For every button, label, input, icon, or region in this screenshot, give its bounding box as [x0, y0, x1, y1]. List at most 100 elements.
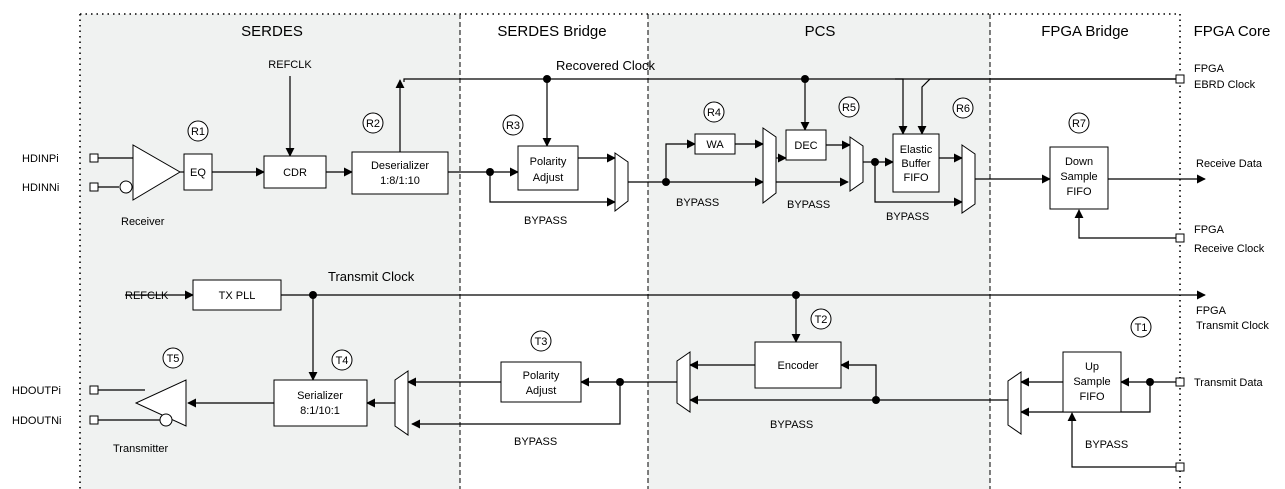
- deserializer-label-line2: 1:8/1:10: [380, 175, 420, 187]
- up-sample-label-line1: Up: [1085, 361, 1099, 373]
- label-bypass-r6: BYPASS: [886, 211, 929, 223]
- label-hdinp: HDINPi: [22, 153, 59, 165]
- elastic-buffer-fifo-block: Elastic Buffer FIFO: [892, 133, 940, 193]
- rx-mux-1: [614, 152, 629, 213]
- tx-mux-3: [394, 370, 409, 436]
- marker-t2: T2: [810, 308, 832, 330]
- marker-r4: R4: [703, 101, 725, 123]
- encoder-label: Encoder: [778, 360, 819, 372]
- elastic-label-line2: Buffer: [901, 158, 930, 170]
- elastic-label-line1: Elastic: [900, 144, 933, 156]
- label-fpga-transmit-clock-line2: Transmit Clock: [1196, 320, 1269, 332]
- rx-mux-2: [762, 127, 777, 205]
- wa-label: WA: [706, 139, 724, 151]
- svg-text:R2: R2: [366, 118, 380, 130]
- svg-text:R6: R6: [956, 103, 970, 115]
- svg-text:T5: T5: [167, 353, 180, 365]
- svg-text:T2: T2: [815, 314, 828, 326]
- transmitter-inverter-bubble: [159, 413, 173, 427]
- label-transmitter: Transmitter: [113, 443, 169, 455]
- svg-text:R3: R3: [506, 120, 520, 132]
- rx-mux-3: [849, 136, 864, 192]
- tx-polarity-adjust-block: Polarity Adjust: [500, 361, 582, 403]
- serializer-label-line1: Serializer: [297, 390, 343, 402]
- label-hdoutp: HDOUTPi: [12, 385, 61, 397]
- deserializer-block: Deserializer 1:8/1:10: [351, 151, 449, 195]
- tx-mux-2: [676, 351, 691, 413]
- svg-text:R4: R4: [707, 107, 721, 119]
- svg-text:R1: R1: [191, 126, 205, 138]
- label-fpga-receive-clock-line2: Receive Clock: [1194, 243, 1265, 255]
- section-title-serdes-bridge: SERDES Bridge: [497, 23, 606, 40]
- label-transmit-clock: Transmit Clock: [328, 269, 415, 284]
- pin-fpga-receive-clock: [1175, 233, 1185, 243]
- tx-pll-label: TX PLL: [219, 290, 256, 302]
- marker-t1: T1: [1130, 316, 1152, 338]
- section-title-fpga-core: FPGA Core: [1194, 23, 1271, 40]
- label-receiver: Receiver: [121, 216, 165, 228]
- label-bypass-t1: BYPASS: [1085, 439, 1128, 451]
- pin-hdinn: [89, 182, 99, 192]
- down-sample-label-line1: Down: [1065, 156, 1093, 168]
- marker-r2: R2: [362, 112, 384, 134]
- serializer-label-line2: 8:1/10:1: [300, 405, 340, 417]
- receiver-inverter-bubble: [119, 180, 133, 194]
- label-bypass-t3: BYPASS: [514, 436, 557, 448]
- label-recovered-clock: Recovered Clock: [556, 58, 655, 73]
- eq-label: EQ: [190, 167, 206, 179]
- tx-mux-1: [1007, 371, 1022, 435]
- down-sample-label-line3: FIFO: [1066, 186, 1091, 198]
- label-receive-data: Receive Data: [1196, 158, 1263, 170]
- pin-hdoutn: [89, 415, 99, 425]
- marker-r3: R3: [502, 114, 524, 136]
- marker-t4: T4: [331, 349, 353, 371]
- label-fpga-transmit-clock-line1: FPGA: [1196, 305, 1227, 317]
- rx-polarity-label-line1: Polarity: [530, 156, 567, 168]
- up-sample-fifo-block: Up Sample FIFO: [1062, 351, 1122, 413]
- label-fpga-receive-clock-line1: FPGA: [1194, 224, 1225, 236]
- down-sample-fifo-block: Down Sample FIFO: [1049, 146, 1109, 210]
- section-title-pcs: PCS: [805, 23, 836, 40]
- label-hdoutn: HDOUTNi: [12, 415, 62, 427]
- tx-polarity-label-line2: Adjust: [526, 385, 557, 397]
- label-refclk-rx: REFCLK: [268, 59, 312, 71]
- eq-block: EQ: [183, 153, 213, 191]
- marker-t3: T3: [530, 330, 552, 352]
- marker-r5: R5: [838, 96, 860, 118]
- label-bypass-r3: BYPASS: [524, 215, 567, 227]
- down-sample-label-line2: Sample: [1060, 171, 1097, 183]
- label-refclk-tx: REFCLK: [125, 290, 169, 302]
- pin-fpga-ebrd-clock: [1175, 74, 1185, 84]
- dec-block: DEC: [785, 129, 827, 161]
- elastic-label-line3: FIFO: [903, 172, 928, 184]
- marker-r6: R6: [952, 97, 974, 119]
- label-fpga-ebrd-clock-line1: FPGA: [1194, 63, 1225, 75]
- tx-pll-block: TX PLL: [192, 279, 282, 311]
- cdr-label: CDR: [283, 167, 307, 179]
- up-sample-label-line3: FIFO: [1079, 391, 1104, 403]
- pin-hdoutp: [89, 385, 99, 395]
- marker-r7: R7: [1068, 112, 1090, 134]
- svg-text:T4: T4: [336, 355, 349, 367]
- svg-text:R7: R7: [1072, 118, 1086, 130]
- marker-t5: T5: [162, 347, 184, 369]
- marker-r1: R1: [187, 120, 209, 142]
- pin-hdinp: [89, 153, 99, 163]
- up-sample-label-line2: Sample: [1073, 376, 1110, 388]
- rx-polarity-adjust-block: Polarity Adjust: [517, 145, 579, 191]
- svg-text:R5: R5: [842, 102, 856, 114]
- dec-label: DEC: [794, 140, 817, 152]
- label-hdinn: HDINNi: [22, 182, 59, 194]
- cdr-block: CDR: [263, 155, 327, 189]
- pcs-region: [648, 14, 990, 489]
- label-transmit-data: Transmit Data: [1194, 377, 1264, 389]
- encoder-block: Encoder: [754, 341, 842, 389]
- label-bypass-t2: BYPASS: [770, 419, 813, 431]
- wa-block: WA: [694, 133, 736, 155]
- serializer-block: Serializer 8:1/10:1: [273, 379, 368, 427]
- receiver-buffer: [132, 144, 181, 201]
- tx-polarity-label-line1: Polarity: [523, 370, 560, 382]
- section-title-fpga-bridge: FPGA Bridge: [1041, 23, 1129, 40]
- label-bypass-r5: BYPASS: [787, 199, 830, 211]
